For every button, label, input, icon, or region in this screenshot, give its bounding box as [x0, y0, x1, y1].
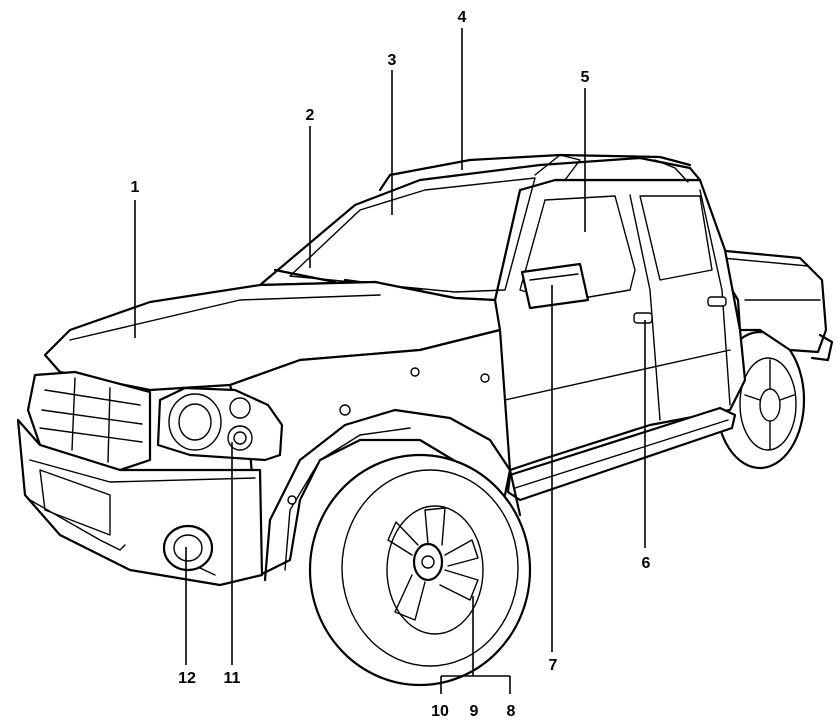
callout-5: 5 — [581, 69, 590, 86]
callout-4: 4 — [458, 9, 467, 26]
truck-body — [493, 178, 747, 502]
front-wheel — [308, 453, 532, 687]
truck-front — [16, 280, 522, 587]
callout-9: 9 — [470, 703, 479, 720]
callout-8: 8 — [507, 703, 516, 720]
callout-labels: 1 2 3 4 5 6 7 8 9 10 11 12 — [131, 9, 651, 720]
callout-10: 10 — [431, 703, 449, 720]
callout-1: 1 — [131, 179, 140, 196]
callout-2: 2 — [306, 107, 315, 124]
truck-bed — [713, 248, 834, 362]
callout-3: 3 — [388, 52, 397, 69]
callout-6: 6 — [642, 555, 651, 572]
truck-illustration — [16, 153, 834, 687]
callout-7: 7 — [549, 657, 558, 674]
callout-12: 12 — [178, 670, 196, 687]
leader-lines — [134, 28, 646, 694]
callout-11: 11 — [224, 670, 241, 687]
